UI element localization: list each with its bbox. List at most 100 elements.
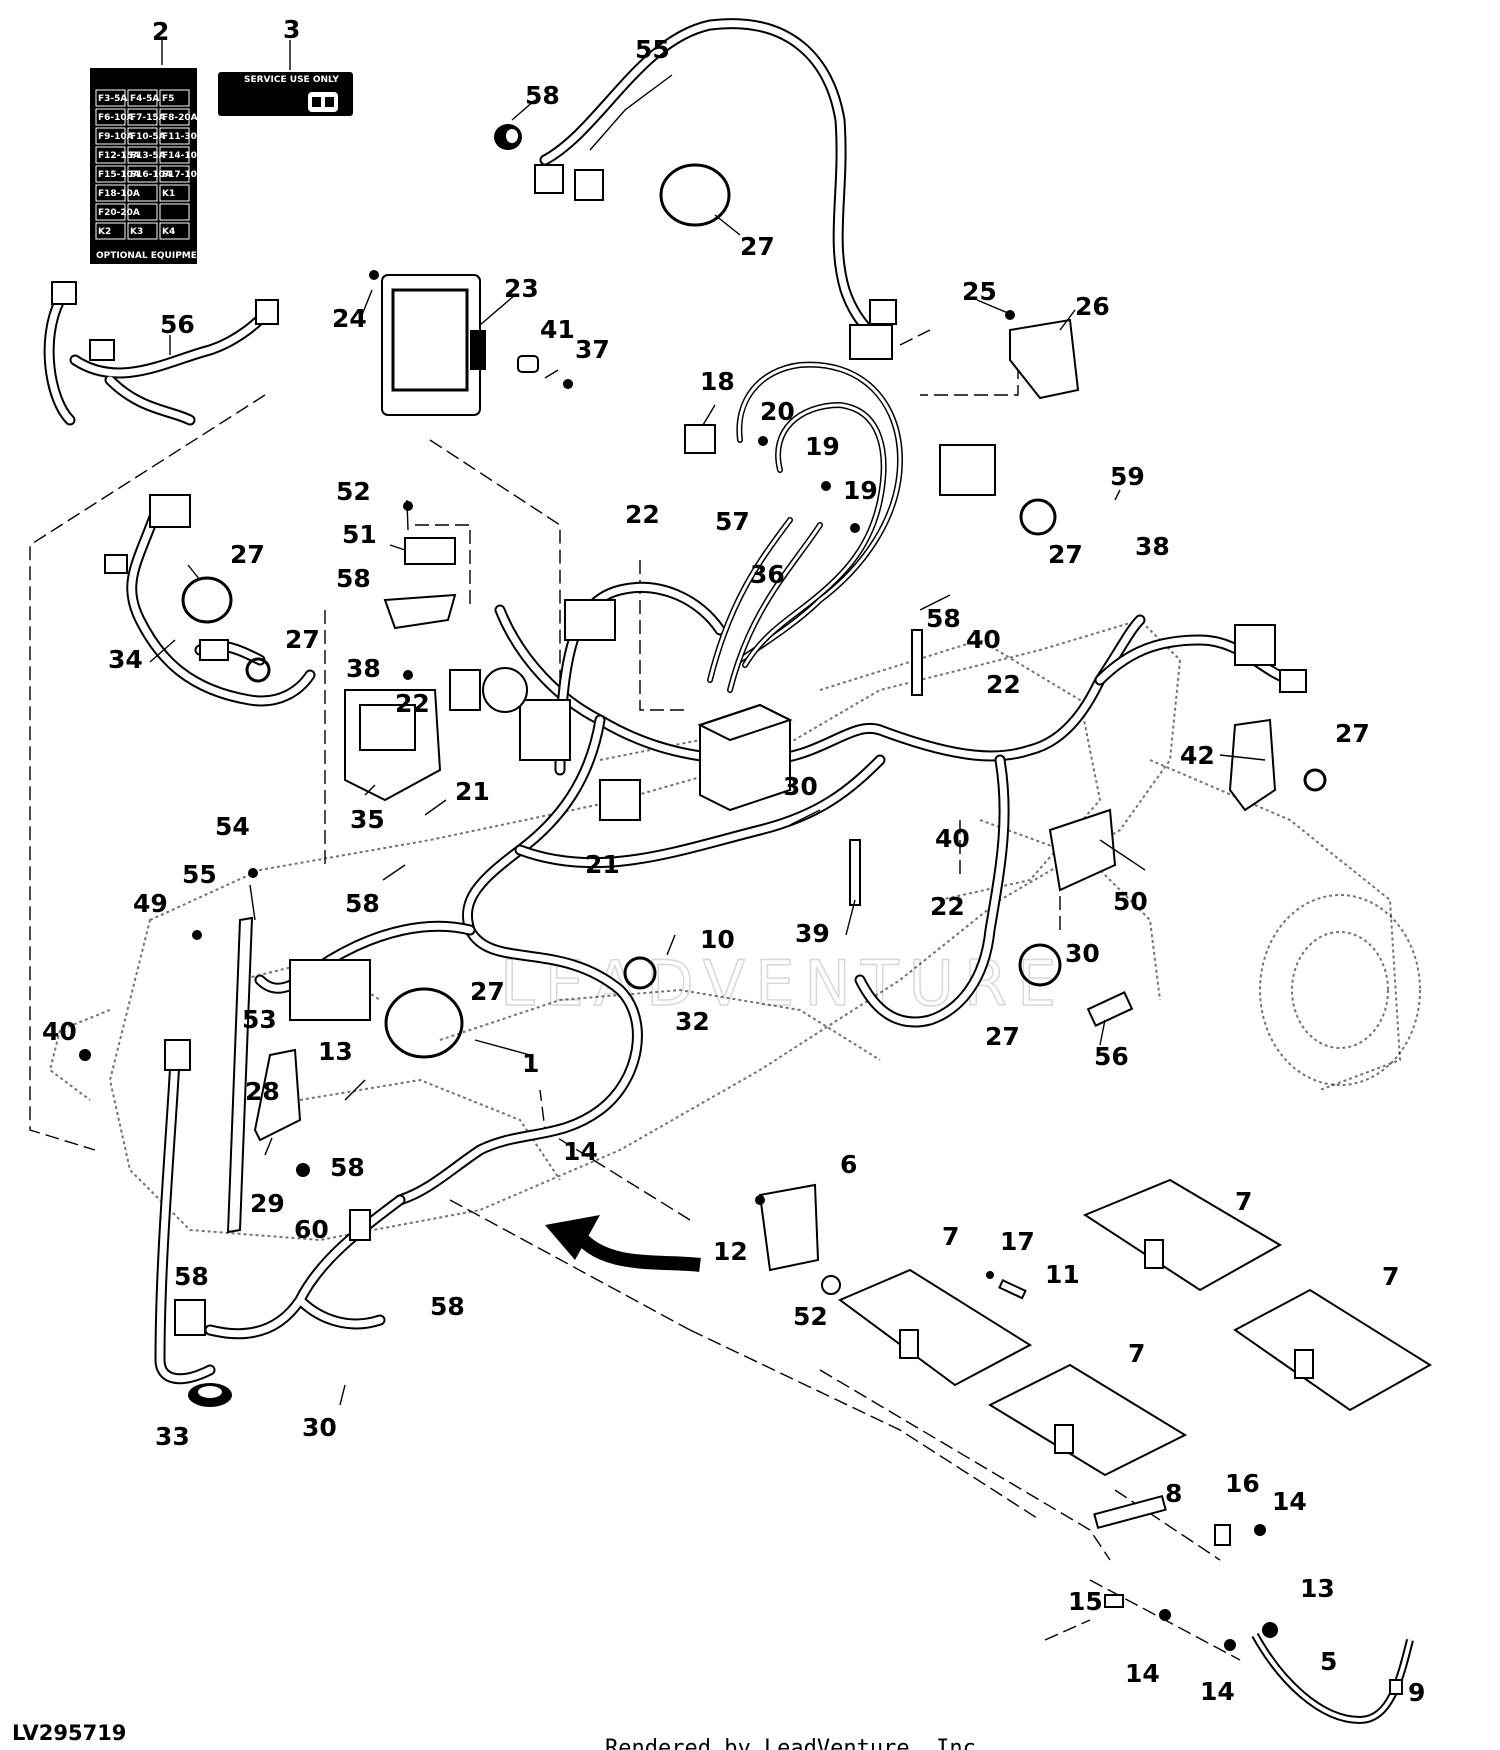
callout-57: 58 — [336, 564, 371, 593]
footer-credit: Rendered by LeadVenture, Inc. — [605, 1736, 989, 1750]
callout-60: 60 — [294, 1215, 329, 1244]
callout-19-a: 19 — [805, 432, 840, 461]
callout-39: 39 — [795, 919, 830, 948]
callout-14-b: 14 — [1272, 1487, 1307, 1516]
callout-38-b: 38 — [346, 654, 381, 683]
callout-50: 50 — [1113, 887, 1148, 916]
plate-5 — [755, 1183, 841, 1295]
bracket-26 — [1005, 310, 1080, 400]
callout-21-b: 21 — [585, 850, 620, 879]
fuse-cell — [127, 203, 158, 221]
bracket-28 — [253, 1048, 310, 1177]
fuse-cell-label: F20-20A — [98, 208, 140, 218]
controller-23 — [381, 274, 486, 416]
callout-43: 52 — [793, 1302, 828, 1331]
clamp-27-top — [659, 163, 731, 227]
callout-32: 32 — [675, 1007, 710, 1036]
fuse-cell — [159, 184, 190, 202]
fuse-cell — [95, 203, 126, 221]
harness-44 — [534, 18, 897, 360]
callout-51: 51 — [342, 520, 377, 549]
fuse-cell-label: F14-10A — [162, 151, 204, 161]
clamp-27-large — [384, 956, 657, 1059]
callout-3: 3 — [283, 15, 300, 44]
bracket-47-39 — [849, 629, 923, 906]
callout-49: 49 — [133, 889, 168, 918]
callout-30-a: 30 — [783, 772, 818, 801]
callout-22-d: 22 — [930, 892, 965, 921]
callout-33: 33 — [155, 1422, 190, 1451]
callout-7-a: 7 — [1235, 1187, 1252, 1216]
callout-29: 29 — [250, 1189, 285, 1218]
fuse-cell — [95, 184, 126, 202]
fuse-cell — [159, 89, 190, 107]
bracket-50 — [1048, 808, 1117, 892]
callout-37: 37 — [575, 335, 610, 364]
callout-28: 28 — [245, 1077, 280, 1106]
grommet-33 — [188, 1383, 232, 1407]
service-label-title: SERVICE USE ONLY — [244, 75, 339, 85]
callout-14-d: 14 — [1200, 1677, 1235, 1706]
callout-13-a: 13 — [318, 1037, 353, 1066]
fuse-cell-label: F5 — [162, 94, 174, 104]
callout-38-a: 38 — [1135, 532, 1170, 561]
fuse-cell — [95, 108, 126, 126]
grommet-48 — [494, 124, 522, 150]
service-label: SERVICE USE ONLY — [218, 72, 353, 116]
fuse-cell-label: F4-5A — [130, 94, 159, 104]
callout-58-b: 58 — [330, 1153, 365, 1182]
relay-panels — [838, 1178, 1432, 1477]
fuse-label-note: OPTIONAL EQUIPMENT — [96, 251, 211, 261]
harness-lower-left — [79, 1039, 216, 1385]
module-35 — [344, 501, 457, 802]
fuse-cell — [95, 222, 126, 240]
callout-54: 54 — [215, 812, 250, 841]
fuse-cell — [159, 165, 190, 183]
callout-44: 55 — [635, 35, 670, 64]
main-harness-1 — [204, 581, 1296, 1340]
callout-11: 11 — [1045, 1260, 1080, 1289]
callout-40-a: 40 — [966, 625, 1001, 654]
callout-27-d: 27 — [285, 625, 320, 654]
fuse-cell-label: K4 — [162, 227, 175, 237]
harness-34 — [104, 494, 316, 707]
fuse-cell-label: F16-10A — [130, 170, 172, 180]
part-60 — [349, 1209, 371, 1241]
callout-15: 15 — [1068, 1587, 1103, 1616]
callout-26: 26 — [1075, 292, 1110, 321]
fuse-cell-label: F11-30A — [162, 132, 204, 142]
callout-59: 59 — [1110, 462, 1145, 491]
callout-19-b: 19 — [843, 476, 878, 505]
direction-arrow — [545, 1215, 701, 1272]
callout-27-f: 27 — [470, 977, 505, 1006]
callout-27-c: 27 — [1048, 540, 1083, 569]
callout-40-c: 40 — [42, 1017, 77, 1046]
ground-strip-8 — [1093, 1494, 1278, 1651]
fuse-cell-label: F17-10A — [162, 170, 204, 180]
callout-8: 8 — [1165, 1479, 1182, 1508]
callout-4: 5 — [1320, 1647, 1337, 1676]
callout-41: 41 — [540, 315, 575, 344]
callout-31: 30 — [302, 1413, 337, 1442]
callout-56: 56 — [1094, 1042, 1129, 1071]
fuse-cell-label: K2 — [98, 227, 111, 237]
callout-23: 23 — [504, 274, 539, 303]
fuse-cell-label: F8-20A — [162, 113, 198, 123]
callout-34: 34 — [108, 645, 143, 674]
fuse-cell-label: F12-15A — [98, 151, 140, 161]
fuse-cell-label: F9-10A — [98, 132, 134, 142]
callout-17: 17 — [1000, 1227, 1035, 1256]
callout-12: 12 — [713, 1237, 748, 1266]
callout-55: 55 — [182, 860, 217, 889]
callout-16: 16 — [1225, 1469, 1260, 1498]
fuse-cell-label: K3 — [130, 227, 143, 237]
callout-25: 25 — [962, 277, 997, 306]
callout-1: 1 — [522, 1049, 539, 1078]
fuse-cell — [127, 165, 158, 183]
callout-7-c: 7 — [1382, 1262, 1399, 1291]
callout-46: 57 — [715, 507, 750, 536]
ground-cable-4 — [1251, 1633, 1414, 1725]
leader-lines — [149, 40, 1266, 1406]
callout-5: 6 — [840, 1150, 857, 1179]
